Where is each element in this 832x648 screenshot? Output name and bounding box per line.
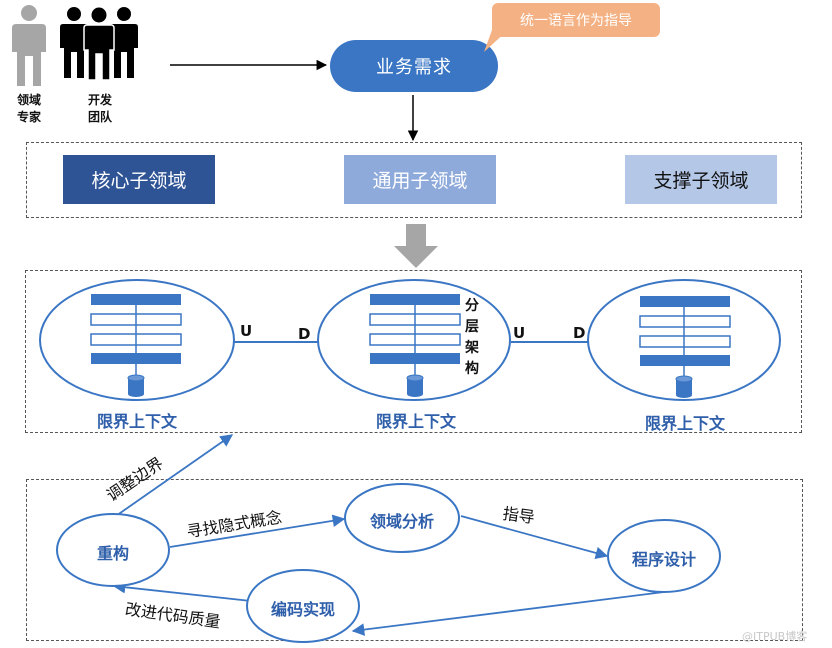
bounded-context-1 bbox=[39, 279, 235, 401]
database-icon bbox=[127, 374, 145, 397]
upstream-marker-2: U bbox=[513, 324, 526, 342]
domain-expert-label: 领域 专家 bbox=[16, 93, 41, 124]
adjust-boundary-edge bbox=[112, 434, 234, 519]
dev-team-icon bbox=[60, 7, 138, 80]
cycle-graphic bbox=[56, 434, 721, 643]
bounded-context-3 bbox=[587, 279, 781, 401]
top-connectors bbox=[170, 59, 419, 142]
upstream-marker-1: U bbox=[240, 322, 253, 340]
layered-architecture-label: 分 层 架 构 bbox=[465, 298, 479, 377]
development-cycle-panel bbox=[26, 479, 803, 641]
watermark: @ITPUB博客 bbox=[742, 630, 808, 643]
unified-language-callout: 统一语言作为指导 bbox=[492, 3, 660, 37]
supporting-subdomain: 支撑子领域 bbox=[625, 155, 777, 204]
database-icon bbox=[406, 374, 424, 397]
find-hidden-concepts-edge bbox=[169, 514, 346, 548]
dev-team-label: 开发 团队 bbox=[87, 93, 112, 124]
program-design-node: 程序设计 bbox=[631, 550, 696, 569]
domain-analysis-node: 领域分析 bbox=[369, 512, 434, 531]
business-requirement: 业务需求 bbox=[330, 40, 498, 92]
bounded-contexts-panel bbox=[25, 270, 802, 433]
bounded-context-label-2: 限界上下文 bbox=[375, 412, 456, 431]
downstream-marker-1: D bbox=[298, 325, 311, 343]
database-icon bbox=[675, 375, 693, 398]
refactor-node: 重构 bbox=[96, 544, 129, 563]
bounded-contexts-graphic bbox=[39, 279, 781, 401]
subdomains-panel bbox=[26, 142, 802, 218]
guide-edge bbox=[460, 515, 609, 560]
bounded-context-2 bbox=[317, 279, 511, 401]
generic-subdomain: 通用子领域 bbox=[344, 155, 496, 204]
design-to-coding-edge bbox=[351, 591, 665, 636]
block-arrow-down-icon bbox=[394, 224, 438, 268]
bounded-context-label-3: 限界上下文 bbox=[644, 414, 725, 433]
improve-code-quality-edge bbox=[112, 580, 252, 602]
guide-label: 指导 bbox=[501, 503, 536, 528]
downstream-marker-2: D bbox=[573, 324, 586, 342]
bounded-context-label-1: 限界上下文 bbox=[96, 412, 177, 431]
domain-expert-icon bbox=[12, 5, 46, 86]
coding-node: 编码实现 bbox=[270, 600, 335, 619]
core-subdomain: 核心子领域 bbox=[63, 155, 215, 204]
